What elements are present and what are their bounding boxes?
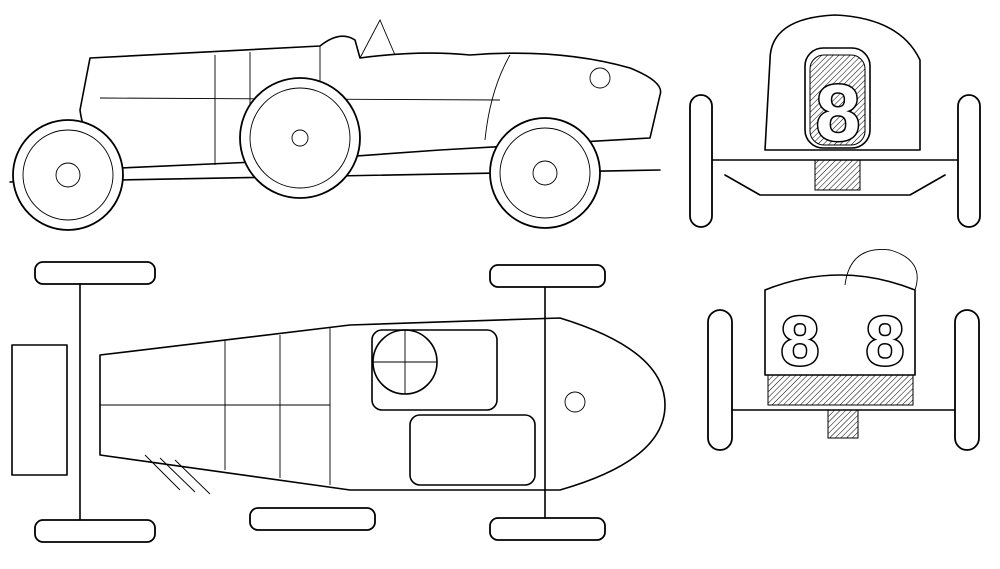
rear-wheel [489,117,601,229]
top-view [11,261,666,543]
race-number-rear-right: 8 [866,302,905,380]
rear-view: 8 8 [707,248,980,451]
front-view-right-wheel [957,94,981,228]
top-left-rear-wheel [489,264,606,288]
front-view-left-wheel [689,94,713,228]
front-view: 8 [689,14,981,228]
side-view [9,18,662,231]
top-right-rear-wheel [489,517,606,541]
top-left-front-wheel [34,261,156,285]
front-wheel [12,119,124,231]
rear-view-left-wheel [707,309,733,451]
rear-view-right-wheel [954,309,980,451]
top-spare-wheel [249,507,376,531]
race-number-front: 8 [816,68,861,157]
spare-wheel [239,77,361,199]
race-number-rear-left: 8 [781,302,820,380]
top-right-front-wheel [34,519,156,543]
